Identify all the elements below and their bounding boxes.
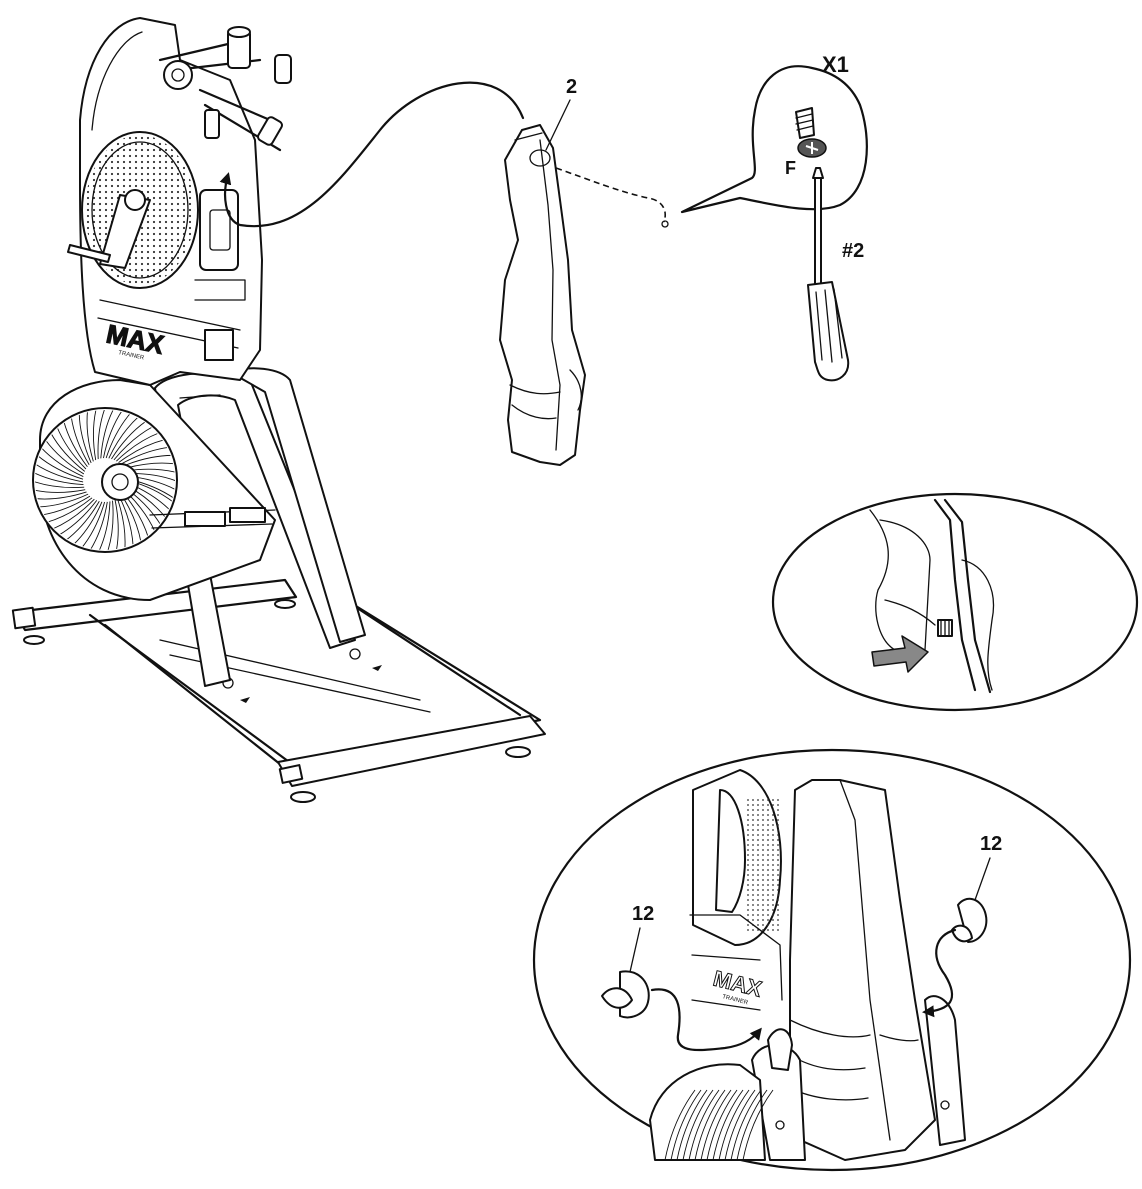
base-frame: [11, 578, 546, 803]
handle-part: [499, 124, 586, 466]
callout-handle-2: 2: [566, 76, 577, 98]
detail-tab-insertion: [771, 492, 1139, 712]
hardware-letter: F: [785, 158, 796, 178]
screwdriver-size: #2: [842, 240, 864, 262]
callout-cap-left: 12: [632, 903, 654, 925]
detail-cap-installation: MAX TRAINER: [532, 748, 1132, 1172]
cap-right-icon: [951, 897, 988, 943]
trainer-machine: MAX TRAINER: [11, 17, 546, 803]
screw-path: [555, 167, 666, 223]
detail-fan-grill: [664, 1089, 774, 1161]
hardware-callout-bubble: [680, 65, 868, 214]
cap-left-icon: [601, 970, 650, 1019]
callout-cap-right: 12: [980, 833, 1002, 855]
screw-f-icon: [795, 107, 827, 158]
upright-body: MAX TRAINER: [67, 17, 292, 386]
cap-right-arrow: [922, 928, 957, 1018]
hardware-quantity: X1: [822, 52, 849, 77]
leader-handle: [545, 99, 571, 151]
install-arrow-handle: [219, 81, 525, 228]
push-arrow-icon: [871, 635, 929, 673]
fan-housing: [32, 379, 276, 601]
detail-grill: [747, 799, 779, 931]
cap-left-arrow: [650, 988, 762, 1052]
detail-logo-max: MAX: [711, 966, 765, 1002]
logo-subtext: TRAINER: [118, 350, 146, 361]
screwdriver-icon: [807, 167, 850, 382]
